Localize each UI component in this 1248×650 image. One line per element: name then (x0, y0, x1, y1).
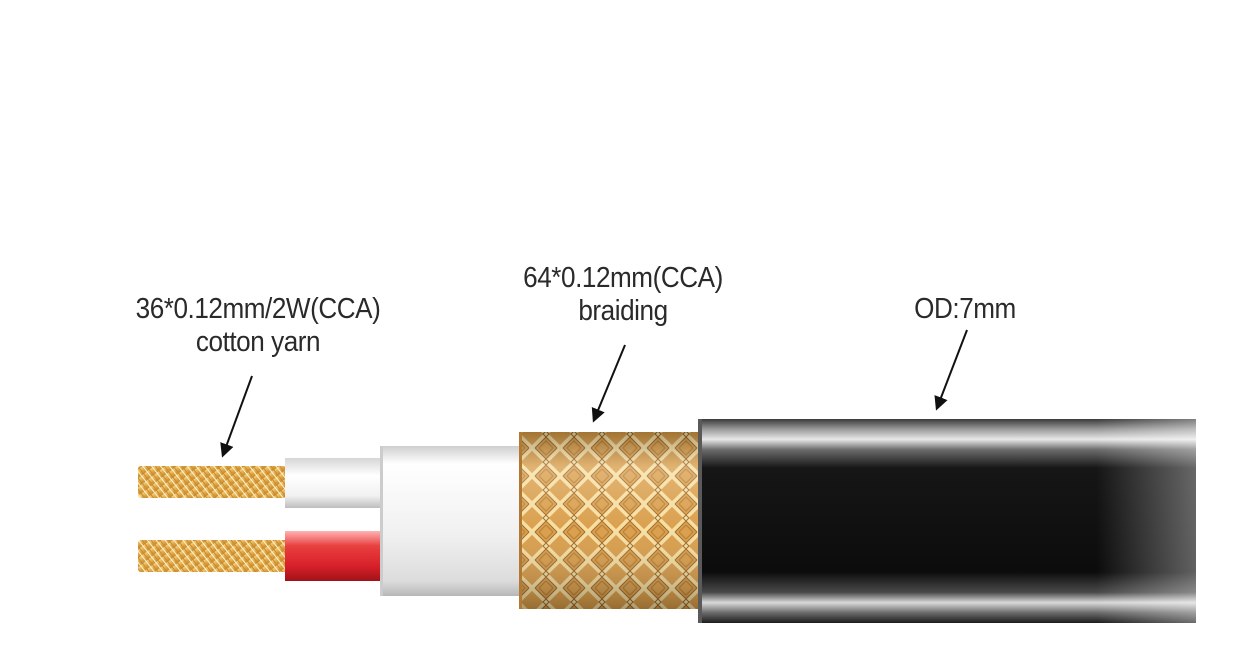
red-insulation (285, 531, 385, 581)
label-conductor: 36*0.12mm/2W(CCA) cotton yarn (114, 293, 402, 359)
conductor-top (138, 466, 290, 498)
white-insulation (285, 458, 385, 508)
outer-jacket (698, 419, 1196, 623)
label-jacket-od: OD:7mm (914, 293, 1016, 325)
label-conductor-spec: 36*0.12mm/2W(CCA) (135, 293, 381, 325)
conductor-bottom (138, 540, 290, 572)
label-conductor-desc: cotton yarn (195, 326, 321, 358)
arrow-jacket (934, 329, 968, 411)
inner-sheath (380, 446, 525, 596)
label-jacket: OD:7mm (898, 293, 1033, 326)
label-braid-desc: braiding (578, 295, 668, 327)
label-braid: 64*0.12mm(CCA) braiding (493, 262, 754, 328)
arrow-braid (591, 344, 626, 423)
label-braid-spec: 64*0.12mm(CCA) (523, 262, 723, 294)
braid-shield (519, 432, 699, 609)
arrow-conductor (220, 375, 253, 458)
